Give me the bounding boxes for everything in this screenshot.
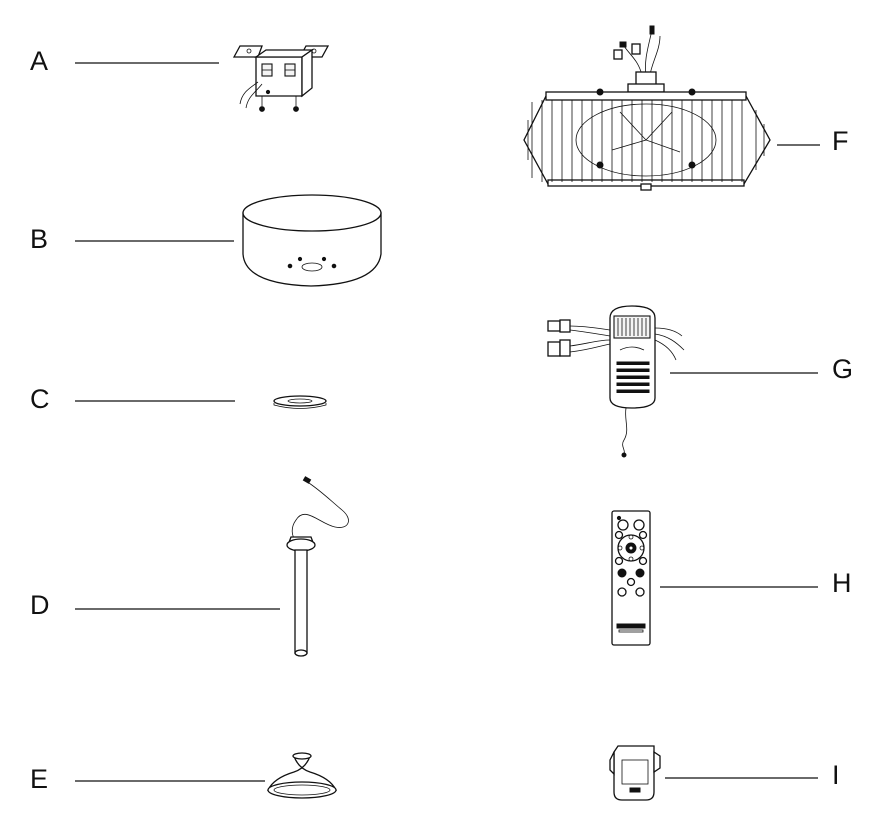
label-e: E: [30, 764, 48, 794]
remote-control-icon: [611, 510, 651, 646]
decorative-cover-icon: [266, 752, 338, 799]
mounting-bracket-icon: [232, 45, 330, 112]
label-a: A: [30, 46, 48, 76]
label-d: D: [30, 590, 50, 620]
receiver-icon: [547, 305, 685, 458]
label-c: C: [30, 384, 50, 414]
label-i: I: [832, 760, 840, 790]
fan-cage-body-icon: [523, 25, 771, 191]
canopy-ring-icon: [273, 395, 327, 409]
canopy-icon: [242, 194, 382, 287]
label-f: F: [832, 126, 849, 156]
label-b: B: [30, 224, 48, 254]
label-g: G: [832, 354, 853, 384]
remote-holder-icon: [609, 745, 661, 801]
label-h: H: [832, 568, 852, 598]
downrod-icon: [286, 476, 349, 657]
